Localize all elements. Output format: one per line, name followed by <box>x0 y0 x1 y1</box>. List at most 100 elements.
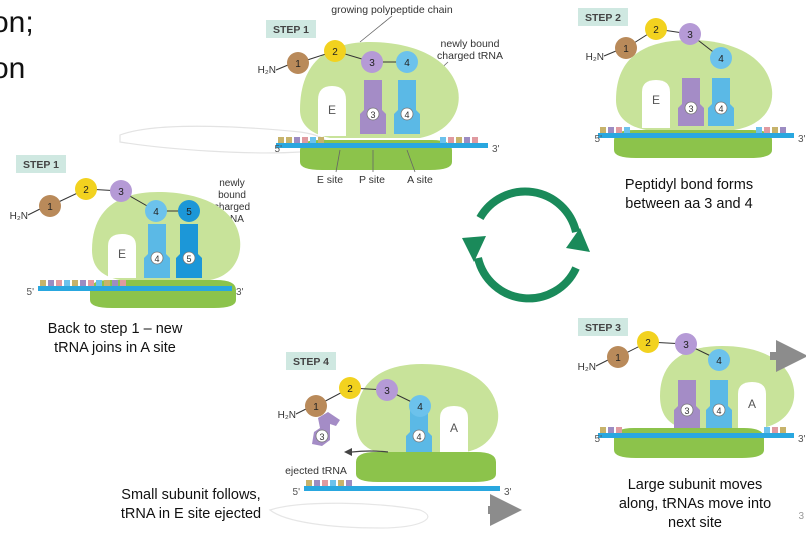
small-subunit <box>356 452 496 482</box>
mrna-strand <box>276 143 488 148</box>
amino-acid-number: 2 <box>332 47 338 58</box>
anticodon-bubble <box>684 101 698 115</box>
amino-acid-number: 1 <box>47 202 53 213</box>
panel-top-center: STEP 1 growing polypeptide chain newly b… <box>258 4 503 186</box>
amine-label: H₂N <box>10 211 28 222</box>
amino-acid-3 <box>110 180 132 202</box>
amino-acid-2 <box>637 331 659 353</box>
e-site-label: E site <box>317 174 343 186</box>
amino-acid-1 <box>39 195 61 217</box>
polypeptide-pointer <box>359 15 393 43</box>
amino-acid-number: 2 <box>653 25 659 36</box>
mrna-codons <box>278 137 478 143</box>
small-subunit <box>614 428 764 458</box>
amino-acid-number: 3 <box>384 386 390 397</box>
amino-acid-number: 2 <box>645 338 651 349</box>
title-fragment-2: on <box>0 52 26 85</box>
anticodon-number: 4 <box>416 432 421 442</box>
amino-acid-number: 3 <box>687 30 693 41</box>
amino-acid-number: 5 <box>186 207 192 218</box>
p-site-label: P site <box>359 174 385 186</box>
three-prime-label: 3' <box>492 144 500 155</box>
e-site-tunnel <box>318 86 346 136</box>
amino-acid-1 <box>305 395 327 417</box>
newly-bound-label-2: charged tRNA <box>437 50 503 62</box>
ejection-arrow <box>351 450 389 453</box>
trna-a-site <box>176 224 202 278</box>
mrna-codons <box>600 427 786 433</box>
newly-bound-label-2: bound <box>218 190 246 201</box>
a-site-pointer <box>406 149 416 173</box>
caption-large-subunit-moves: Large subunit moves along, tRNAs move in… <box>600 476 790 533</box>
trna-p-site <box>406 406 432 452</box>
site-letter: E <box>328 103 336 117</box>
cycle-arrows <box>462 187 590 303</box>
panel-bottom-right: STEP 3 A 5' 3' 3 4 H₂N 1 2 <box>578 318 806 458</box>
anticodon-number: 3 <box>684 406 689 416</box>
step-tag <box>578 318 628 336</box>
step-tag <box>266 20 316 38</box>
amino-acid-2 <box>645 18 667 40</box>
mrna-codons <box>40 280 126 286</box>
step-label: STEP 4 <box>293 356 329 368</box>
anticodon-bubble <box>150 251 164 265</box>
caption-line: next site <box>668 515 722 531</box>
e-site-tunnel <box>108 234 136 278</box>
mrna-strand <box>304 486 500 491</box>
anticodon-bubble <box>712 403 726 417</box>
anticodon-number: 3 <box>688 104 693 114</box>
anticodon-bubble <box>182 251 196 265</box>
anticodon-number: 3 <box>319 432 324 442</box>
mrna-strand <box>598 133 794 138</box>
amino-acid-2 <box>324 40 346 62</box>
faint-sketch-curve <box>268 502 429 529</box>
peptide-bonds <box>625 28 722 59</box>
three-prime-label: 3' <box>236 287 244 298</box>
five-prime-label: 5' <box>293 487 301 498</box>
amino-acid-number: 1 <box>615 353 621 364</box>
site-letter: A <box>450 421 458 435</box>
five-prime-label: 5' <box>595 434 603 445</box>
e-site-pointer <box>335 149 341 173</box>
amino-acid-number: 3 <box>118 187 124 198</box>
a-site-tunnel <box>738 382 766 428</box>
caption-peptidyl-bond: Peptidyl bond forms between aa 3 and 4 <box>584 176 794 214</box>
panel-bottom-center: STEP 4 A 5' 3' 4 3 ejected tRNA H₂N <box>278 352 522 526</box>
anticodon-bubble <box>315 429 329 443</box>
amine-bond <box>603 50 617 57</box>
site-letter: E <box>118 247 126 261</box>
anticodon-number: 4 <box>154 254 159 264</box>
amino-acid-number: 4 <box>404 58 410 69</box>
amino-acid-1 <box>615 37 637 59</box>
amine-bond <box>595 359 609 367</box>
polypeptide-label: growing polypeptide chain <box>331 4 453 16</box>
amino-acid-number: 4 <box>716 356 722 367</box>
cycle-arrowhead-lower <box>462 236 486 262</box>
newly-bound-label-4: tRNA <box>220 214 244 225</box>
amino-acid-number: 2 <box>83 185 89 196</box>
amino-acid-number: 4 <box>417 402 423 413</box>
amine-bond <box>27 208 41 216</box>
step-tag <box>578 8 628 26</box>
amino-acid-4 <box>396 51 418 73</box>
anticodon-number: 4 <box>718 104 723 114</box>
mrna-strand <box>598 433 794 438</box>
amino-acid-1 <box>607 346 629 368</box>
caption-small-subunit-follows: Small subunit follows, tRNA in E site ej… <box>96 486 286 524</box>
anticodon-bubble <box>412 429 426 443</box>
panel-top-right: STEP 2 E 5' 3' 3 4 H₂N 1 <box>578 8 806 158</box>
site-letter: A <box>748 397 756 411</box>
site-letter: E <box>652 93 660 107</box>
amine-label: H₂N <box>258 65 276 76</box>
five-prime-label: 5' <box>27 287 35 298</box>
trna-p-site <box>360 80 386 134</box>
amine-bond <box>275 64 289 71</box>
amino-acid-number: 2 <box>347 384 353 395</box>
caption-line: along, tRNAs move into <box>618 496 772 512</box>
amine-label: H₂N <box>278 410 296 421</box>
caption-back-to-step-1: Back to step 1 – new tRNA joins in A sit… <box>10 320 220 358</box>
step-tag <box>16 155 66 173</box>
amino-acid-2 <box>339 377 361 399</box>
amino-acid-1 <box>287 52 309 74</box>
anticodon-number: 4 <box>716 406 721 416</box>
